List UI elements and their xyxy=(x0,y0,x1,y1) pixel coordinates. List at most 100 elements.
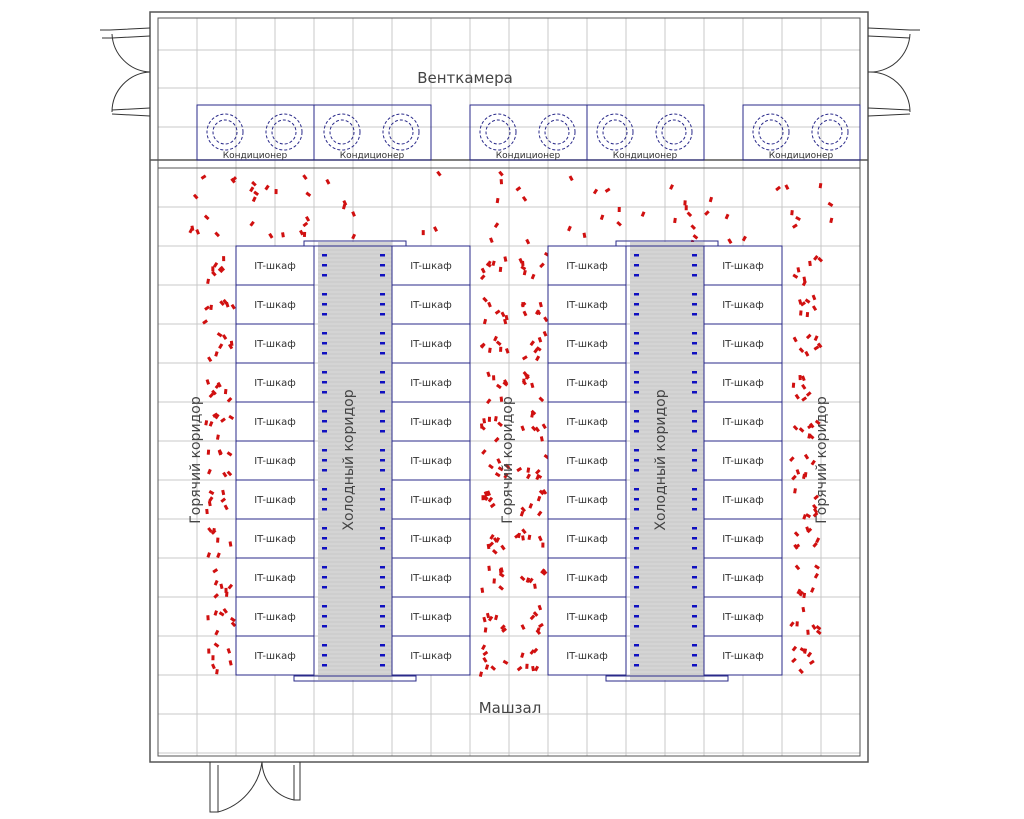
cold-air-marker xyxy=(322,615,327,618)
doors[interactable] xyxy=(100,27,920,813)
hot-air-marker xyxy=(522,378,526,384)
hot-air-marker xyxy=(798,590,804,597)
hot-air-marker xyxy=(804,350,810,357)
hot-air-marker xyxy=(521,535,525,541)
fan-icon xyxy=(382,113,420,151)
hot-air-marker xyxy=(212,261,219,268)
hot-air-marker xyxy=(207,468,212,475)
hot-air-marker xyxy=(503,472,509,479)
hot-air-marker xyxy=(225,301,230,308)
fan-icon xyxy=(323,113,361,151)
hot-air-marker xyxy=(230,303,236,310)
cold-air-marker xyxy=(634,332,639,335)
hot-air-marker xyxy=(486,490,491,497)
hot-corridor-label-left: Горячий коридор xyxy=(188,396,204,524)
hot-air-marker xyxy=(534,665,540,672)
cold-aisle-door xyxy=(605,675,729,682)
hot-air-marker xyxy=(532,611,539,617)
cold-air-marker xyxy=(380,654,385,657)
cold-air-marker xyxy=(692,332,697,335)
hot-air-marker xyxy=(504,463,511,470)
hot-air-marker xyxy=(302,174,308,181)
hot-air-marker xyxy=(708,196,714,203)
hot-air-marker xyxy=(521,195,528,202)
hot-air-marker xyxy=(520,506,527,513)
hot-air-marker xyxy=(481,449,487,455)
cold-air-marker xyxy=(692,371,697,374)
hot-air-marker xyxy=(520,425,526,432)
hot-air-marker xyxy=(801,280,807,287)
hot-air-marker xyxy=(812,511,819,518)
cold-air-marker xyxy=(692,342,697,345)
hot-air-marker xyxy=(489,534,495,540)
it-cabinet-label: IT-шкаф xyxy=(254,456,296,467)
it-cabinet xyxy=(703,479,783,520)
cold-air-marker xyxy=(634,371,639,374)
hot-air-marker xyxy=(796,267,801,273)
cold-air-marker xyxy=(322,605,327,608)
hot-air-marker xyxy=(775,185,781,192)
hot-air-marker xyxy=(499,396,504,402)
hot-air-marker xyxy=(213,610,218,616)
cold-air-marker xyxy=(322,469,327,472)
hot-air-marker xyxy=(531,425,537,432)
hot-air-marker xyxy=(499,346,503,352)
cold-air-marker xyxy=(634,410,639,413)
hot-air-marker xyxy=(791,645,798,652)
it-cabinet xyxy=(547,401,627,442)
hot-air-marker xyxy=(537,510,543,517)
hot-air-marker xyxy=(801,383,807,390)
hot-air-marker xyxy=(216,332,223,338)
cold-air-marker xyxy=(380,547,385,550)
it-cabinet xyxy=(235,635,315,676)
hot-air-marker xyxy=(211,527,216,534)
hot-air-marker xyxy=(805,333,812,340)
it-cabinet xyxy=(703,323,783,364)
hot-air-marker xyxy=(529,340,535,347)
cold-corridor-label-right: Холодный коридор xyxy=(653,389,669,530)
cold-air-marker xyxy=(692,293,697,296)
hot-air-marker xyxy=(223,504,229,511)
it-cabinet xyxy=(703,245,783,286)
hot-air-marker xyxy=(205,379,211,385)
it-cabinet-label: IT-шкаф xyxy=(566,261,608,272)
cold-air-marker xyxy=(692,615,697,618)
hot-air-marker xyxy=(222,256,226,262)
hot-air-marker xyxy=(795,215,801,222)
cold-air-marker xyxy=(692,508,697,511)
it-cabinet-label: IT-шкаф xyxy=(254,651,296,662)
cold-air-marker xyxy=(634,469,639,472)
cold-air-marker xyxy=(322,449,327,452)
hot-air-marker xyxy=(482,494,489,501)
hot-air-marker xyxy=(530,382,535,389)
cold-air-marker xyxy=(692,303,697,306)
hot-air-marker xyxy=(541,542,545,548)
it-cabinet-label: IT-шкаф xyxy=(722,456,764,467)
hot-air-marker xyxy=(268,232,274,239)
hot-air-marker xyxy=(207,356,213,363)
hot-air-marker xyxy=(207,648,211,654)
hot-air-marker xyxy=(215,669,219,675)
cold-air-marker xyxy=(380,605,385,608)
hot-air-marker xyxy=(535,468,541,475)
it-cabinet xyxy=(547,362,627,403)
hot-air-marker xyxy=(814,564,820,570)
cold-air-marker xyxy=(634,547,639,550)
hot-air-marker xyxy=(690,224,697,231)
fan-icon xyxy=(485,119,511,145)
cold-air-marker xyxy=(692,488,697,491)
hot-air-marker xyxy=(208,392,215,399)
hot-air-marker xyxy=(251,180,257,187)
it-cabinet xyxy=(391,518,471,559)
cold-air-marker xyxy=(322,410,327,413)
it-cabinet-label: IT-шкаф xyxy=(254,378,296,389)
hot-air-marker xyxy=(342,200,348,206)
hot-air-marker xyxy=(541,423,547,430)
hot-air-marker xyxy=(494,309,501,315)
cold-air-marker xyxy=(380,576,385,579)
cold-air-marker xyxy=(634,566,639,569)
cold-air-marker xyxy=(380,566,385,569)
hot-air-marker xyxy=(483,491,489,497)
hot-air-marker xyxy=(798,299,803,305)
hot-air-marker xyxy=(520,624,526,630)
